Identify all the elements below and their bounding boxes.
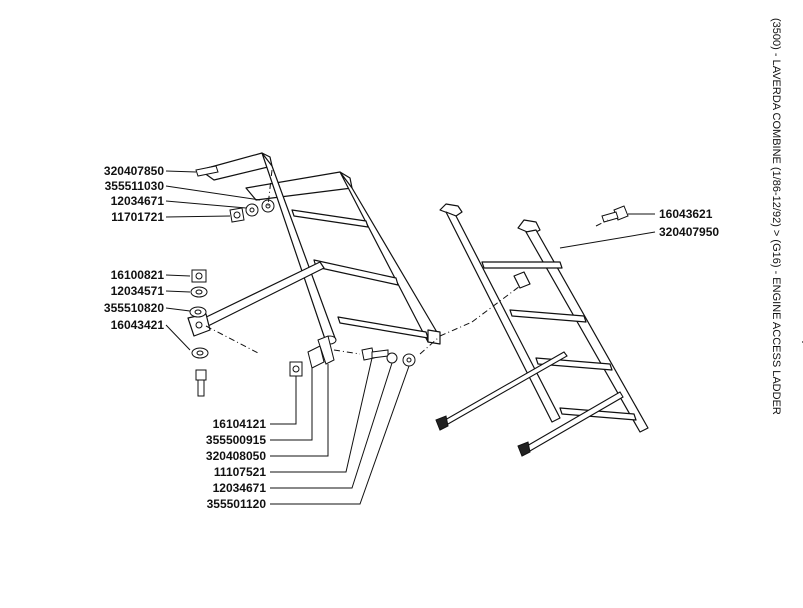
- label-16043421: 16043421: [111, 318, 165, 332]
- label-16100821: 16100821: [111, 268, 165, 282]
- label-12034571: 12034571: [111, 284, 165, 298]
- label-320407950: 320407950: [659, 225, 719, 239]
- left-ladder: [187, 152, 441, 345]
- leader-lines: [165, 169, 656, 505]
- label-11701721: 11701721: [111, 210, 164, 224]
- right-ladder: [435, 203, 649, 457]
- label-320407850: 320407850: [104, 164, 164, 178]
- label-12034671-bottom: 12034671: [213, 481, 267, 495]
- label-16104121: 16104121: [213, 417, 267, 431]
- label-12034671-top: 12034671: [111, 194, 165, 208]
- label-355511030: 355511030: [105, 179, 165, 193]
- label-11107521: 11107521: [214, 465, 266, 479]
- diagram-title: (3500) - LAVERDA COMBINE (1/86-12/92) > …: [770, 18, 782, 415]
- hardware: [189, 165, 629, 397]
- label-355500915: 355500915: [206, 433, 266, 447]
- label-16043621: 16043621: [659, 207, 713, 221]
- part-labels: 320407850 355511030 12034671 11701721 16…: [104, 164, 719, 511]
- label-355510820: 355510820: [104, 301, 164, 315]
- label-320408050: 320408050: [206, 449, 266, 463]
- label-355501120: 355501120: [207, 497, 267, 511]
